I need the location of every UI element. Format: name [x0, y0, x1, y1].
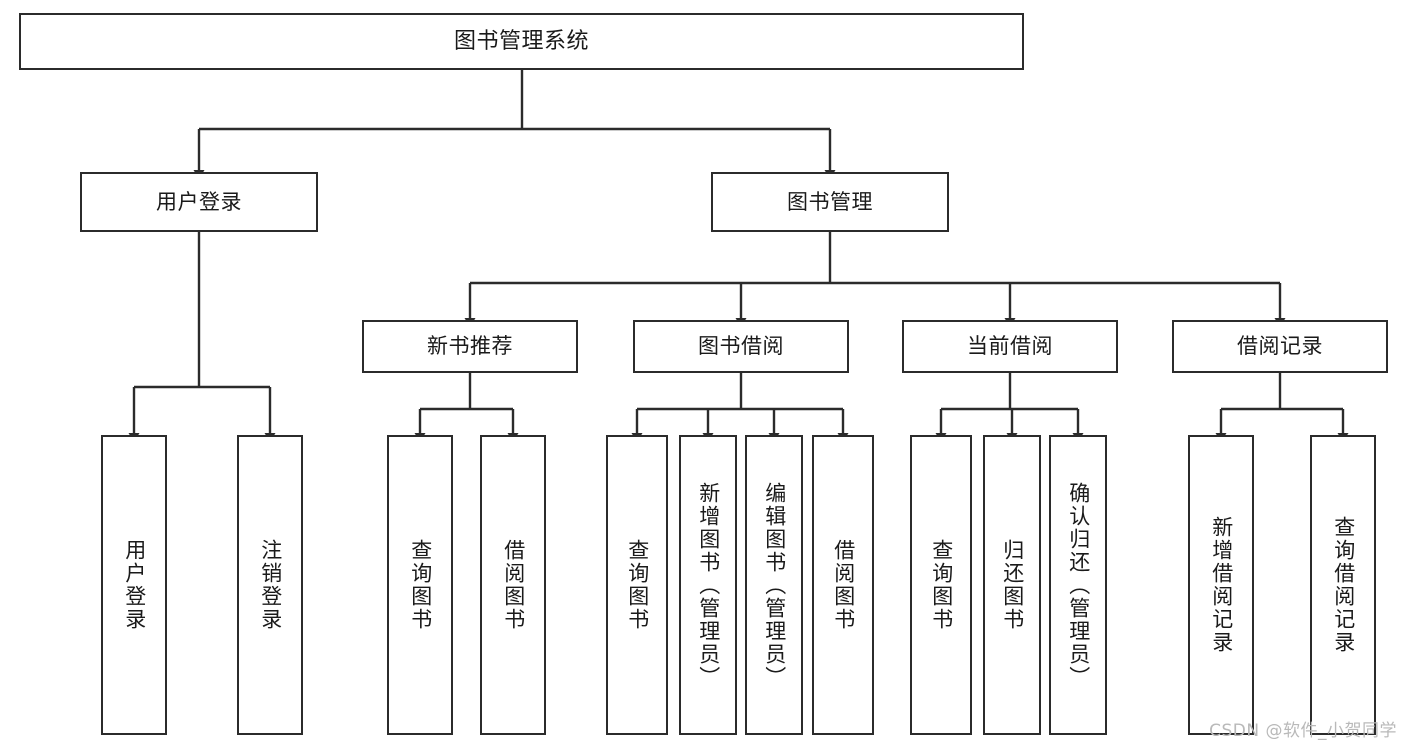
node-label: 编辑图书（管理员） — [762, 481, 787, 689]
node-leaf-5[interactable]: 查询图书 — [606, 435, 668, 735]
node-label: 确认归还（管理员） — [1066, 481, 1091, 689]
node-leaf-10[interactable]: 归还图书 — [983, 435, 1041, 735]
node-leaf-8[interactable]: 借阅图书 — [812, 435, 874, 735]
node-label: 查询图书 — [929, 539, 954, 631]
node-label: 新书推荐 — [427, 334, 513, 359]
node-leaf-3[interactable]: 查询图书 — [387, 435, 453, 735]
node-newbook[interactable]: 新书推荐 — [362, 320, 578, 373]
watermark-label: CSDN @软件_小贺同学 — [1209, 721, 1397, 741]
node-label: 新增借阅记录 — [1209, 516, 1234, 654]
node-label: 归还图书 — [1000, 539, 1025, 631]
node-label: 借阅记录 — [1237, 334, 1323, 359]
node-label: 用户登录 — [122, 539, 147, 631]
node-label: 借阅图书 — [501, 539, 526, 631]
node-label: 查询图书 — [408, 539, 433, 631]
node-label: 借阅图书 — [831, 539, 856, 631]
node-label: 新增图书（管理员） — [696, 481, 721, 689]
node-label: 图书管理系统 — [453, 28, 589, 54]
node-label: 查询图书 — [625, 539, 650, 631]
node-leaf-11[interactable]: 确认归还（管理员） — [1049, 435, 1107, 735]
node-login[interactable]: 用户登录 — [80, 172, 318, 232]
node-label: 注销登录 — [258, 539, 283, 631]
node-leaf-13[interactable]: 查询借阅记录 — [1310, 435, 1376, 735]
node-label: 图书借阅 — [698, 334, 784, 359]
node-leaf-7[interactable]: 编辑图书（管理员） — [745, 435, 803, 735]
node-borrow[interactable]: 图书借阅 — [633, 320, 849, 373]
node-label: 用户登录 — [156, 189, 242, 214]
node-label: 查询借阅记录 — [1331, 516, 1356, 654]
node-leaf-12[interactable]: 新增借阅记录 — [1188, 435, 1254, 735]
node-leaf-1[interactable]: 用户登录 — [101, 435, 167, 735]
node-records[interactable]: 借阅记录 — [1172, 320, 1388, 373]
node-label: 图书管理 — [787, 189, 873, 214]
node-bookmgmt[interactable]: 图书管理 — [711, 172, 949, 232]
node-leaf-9[interactable]: 查询图书 — [910, 435, 972, 735]
node-label: 当前借阅 — [967, 334, 1053, 359]
node-leaf-4[interactable]: 借阅图书 — [480, 435, 546, 735]
node-leaf-6[interactable]: 新增图书（管理员） — [679, 435, 737, 735]
node-current[interactable]: 当前借阅 — [902, 320, 1118, 373]
node-root[interactable]: 图书管理系统 — [19, 13, 1024, 70]
node-leaf-2[interactable]: 注销登录 — [237, 435, 303, 735]
